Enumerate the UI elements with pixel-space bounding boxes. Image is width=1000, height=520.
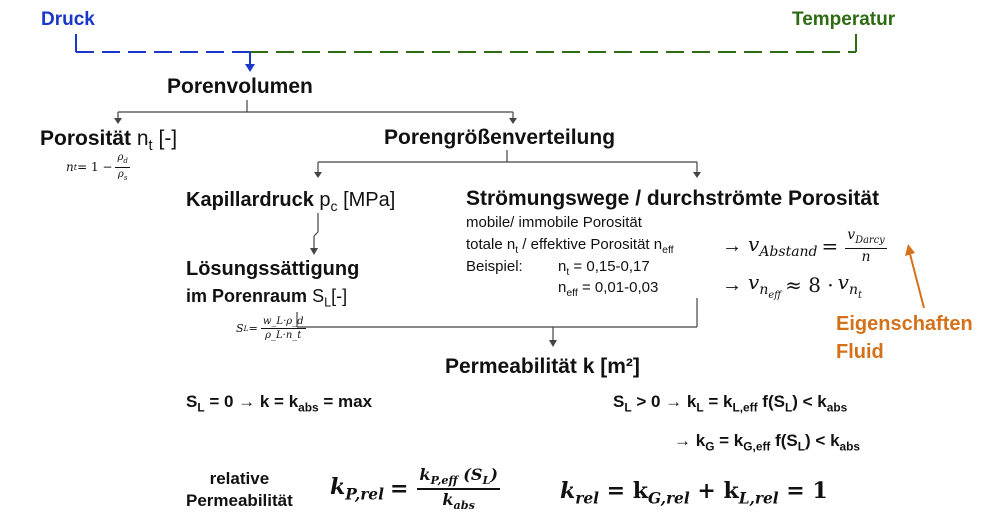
druck-arrow-head — [245, 64, 255, 72]
kapillardruck-node: Kapillardruck pc [MPa] — [186, 189, 396, 214]
stroemung-line1: mobile/ immobile Porosität — [466, 214, 642, 231]
krel-sum-formula: krel = kG,rel + kL,rel = 1 — [560, 478, 828, 508]
temperatur-label: Temperatur — [792, 9, 896, 30]
porengroessen-node: Porengrößenverteilung — [384, 126, 616, 149]
stroemung-node: Strömungswege / durchströmte Porosität — [466, 187, 880, 210]
beispiel-neff: neff = 0,01-0,03 — [558, 279, 659, 299]
loesung-node-subtitle: im Porenraum SL[-] — [186, 286, 348, 310]
arrow-to-porositaet — [114, 118, 122, 124]
druck-label: Druck — [41, 9, 95, 30]
stroemung-line2: totale nt / effektive Porosität neff — [466, 236, 674, 256]
fluid-label-line2: Fluid — [836, 341, 884, 363]
arrow-to-kapillardruck — [314, 172, 322, 178]
fluid-arrow-head — [905, 244, 915, 256]
v-abstand-formula: → vAbstand = vDarcy n — [722, 227, 887, 265]
arrow-to-permeabilitaet — [549, 340, 557, 347]
loesung-node-title: Lösungssättigung — [186, 258, 360, 280]
v-neff-formula: → vneff ≈ 8 · vnt — [722, 270, 862, 301]
beispiel-label: Beispiel: — [466, 258, 523, 275]
arrow-to-stroemung — [693, 172, 701, 178]
permeabilitaet-node: Permeabilität k [m²] — [445, 355, 640, 378]
relative-permeabilitaet-label: relative Permeabilität — [186, 469, 293, 510]
sl-positive-statement: SL > 0 → kL = kL,eff f(SL) < kabs — [613, 392, 848, 415]
arrow-to-loesung — [310, 248, 318, 255]
fluid-label-line1: Eigenschaften — [836, 313, 973, 335]
porenvolumen-node: Porenvolumen — [167, 75, 313, 98]
kp-rel-formula: kP,rel = kP,eff (SL) kabs — [330, 465, 500, 512]
sl-zero-statement: SL = 0 → k = kabs = max — [186, 392, 373, 415]
fluid-arrow-line — [909, 253, 925, 309]
kg-statement: → kG = kG,eff f(SL) < kabs — [674, 431, 861, 454]
porositaet-node: Porosität nt [-] — [40, 127, 178, 155]
beispiel-nt: nt = 0,15-0,17 — [558, 258, 650, 278]
arrow-to-porengroessen — [509, 118, 517, 124]
